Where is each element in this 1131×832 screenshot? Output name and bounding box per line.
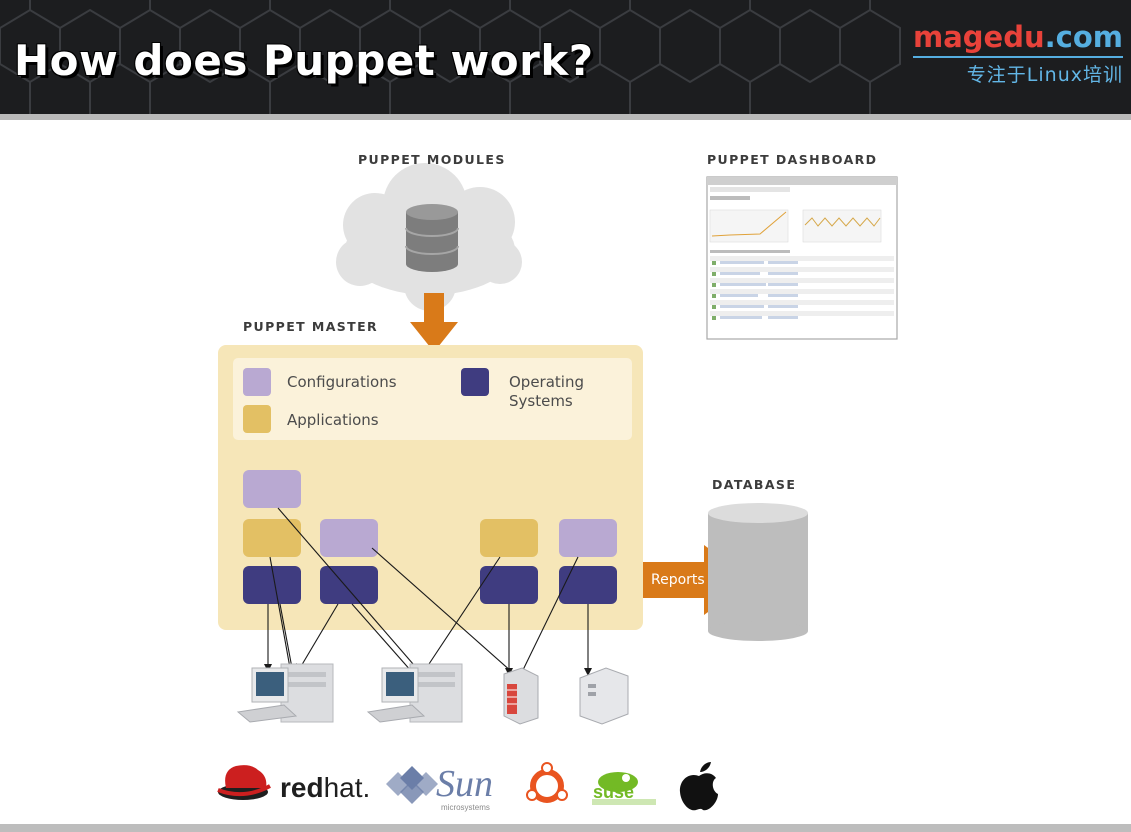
redhat-logo xyxy=(217,765,271,800)
server-icon xyxy=(579,667,629,725)
puppet-master-label: PUPPET MASTER xyxy=(243,319,379,334)
footer-bar xyxy=(0,824,1131,832)
os-block xyxy=(320,566,378,604)
dashboard-screenshot xyxy=(706,176,898,340)
os-block xyxy=(243,566,301,604)
legend-os-swatch xyxy=(461,368,489,396)
suse-wordmark: suse xyxy=(593,782,635,802)
sun-logo xyxy=(386,766,438,804)
brand-tagline: 专注于Linux培训 xyxy=(913,56,1123,87)
redhat-wordmark: redhat. xyxy=(280,772,370,804)
ubuntu-logo xyxy=(526,762,568,803)
legend-applications-swatch xyxy=(243,405,271,433)
brand-name-red: magedu xyxy=(913,20,1045,54)
legend-applications-label: Applications xyxy=(287,411,379,429)
puppet-dashboard-label: PUPPET DASHBOARD xyxy=(707,152,878,167)
modules-to-master-arrow xyxy=(410,293,458,352)
database-label: DATABASE xyxy=(712,477,797,492)
server-icon xyxy=(503,667,539,725)
app-block xyxy=(480,519,538,557)
sun-wordmark: Sun xyxy=(436,763,493,805)
suse-logo xyxy=(592,772,656,805)
legend-panel xyxy=(233,358,632,440)
redhat-wordmark-light: hat. xyxy=(323,772,371,803)
os-block xyxy=(480,566,538,604)
app-block xyxy=(243,519,301,557)
desktop-computer-icon xyxy=(366,663,463,723)
brand-name: magedu.com xyxy=(913,22,1123,52)
brand-logo: magedu.com 专注于Linux培训 xyxy=(913,22,1123,87)
database-cylinder-icon xyxy=(708,503,808,641)
legend-configurations-label: Configurations xyxy=(287,373,397,391)
database-icon xyxy=(405,204,459,272)
puppet-modules-label: PUPPET MODULES xyxy=(358,152,506,167)
legend-configurations-swatch xyxy=(243,368,271,396)
redhat-wordmark-bold: red xyxy=(280,772,324,803)
connection-lines xyxy=(267,507,589,673)
title-banner: How does Puppet work? magedu.com 专注于Linu… xyxy=(0,0,1131,120)
legend-os-label-line1: Operating xyxy=(509,373,584,391)
desktop-computer-icon xyxy=(236,663,334,723)
apple-logo xyxy=(679,762,718,811)
config-block xyxy=(559,519,617,557)
config-block xyxy=(320,519,378,557)
config-block xyxy=(243,470,301,508)
brand-name-blue: .com xyxy=(1044,20,1123,54)
slide-title: How does Puppet work? xyxy=(14,36,594,85)
os-block xyxy=(559,566,617,604)
sun-subtitle: microsystems xyxy=(441,803,490,812)
reports-label: Reports xyxy=(651,572,705,588)
legend-os-label-line2: Systems xyxy=(509,392,573,410)
hexagon-pattern xyxy=(0,0,901,114)
